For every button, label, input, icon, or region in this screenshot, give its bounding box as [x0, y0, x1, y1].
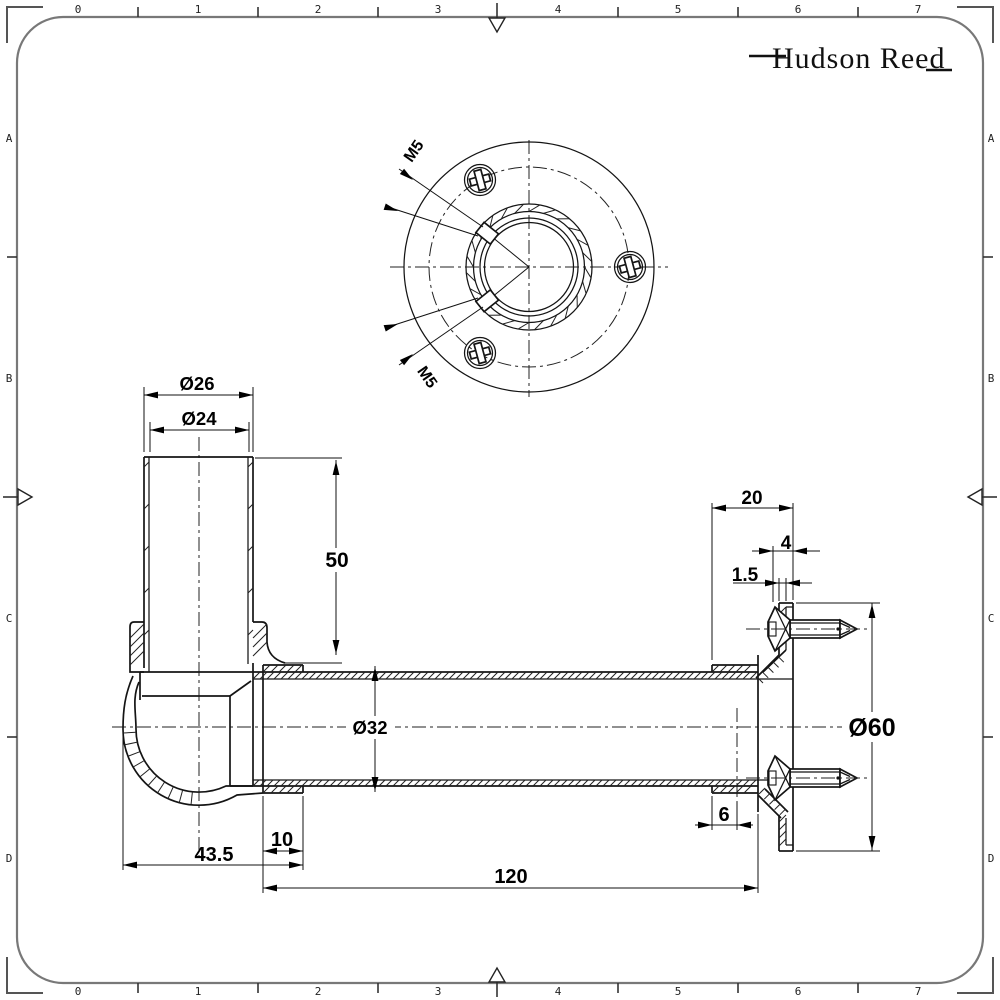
dim-pipe-dia-label: Ø32 — [353, 717, 388, 738]
svg-text:0: 0 — [75, 985, 82, 998]
wall-screws — [746, 605, 868, 802]
dim-spout-height-label: 50 — [325, 549, 348, 572]
dim-elbow-offset-label: 43.5 — [195, 844, 234, 866]
svg-text:6: 6 — [795, 3, 802, 16]
ruler-numbers-top: 0 1 2 3 4 5 6 7 — [75, 3, 922, 16]
wall-flange — [755, 602, 794, 852]
center-markers — [3, 3, 997, 997]
top-view-flange: M5 M5 — [387, 137, 668, 397]
svg-text:4: 4 — [555, 985, 562, 998]
dim-rim-width-label: 4 — [781, 533, 792, 554]
svg-text:5: 5 — [675, 3, 682, 16]
svg-text:A: A — [988, 132, 995, 145]
svg-text:1: 1 — [195, 3, 202, 16]
svg-text:C: C — [6, 612, 13, 625]
dim-rim-lip-label: 1.5 — [732, 565, 759, 586]
elbow-body — [122, 663, 264, 806]
set-screw-port-lower — [474, 288, 500, 313]
dim-socket-depth-label: 10 — [271, 829, 293, 851]
svg-text:C: C — [988, 612, 995, 625]
svg-text:B: B — [6, 372, 13, 385]
mounting-hole — [463, 163, 497, 197]
sheet-frame: 0 1 2 3 4 5 6 7 0 1 2 3 4 5 6 7 A B C D A B C D — [3, 3, 997, 998]
ruler-letters-left: A B C D — [6, 132, 13, 865]
svg-text:D: D — [988, 852, 995, 865]
svg-text:A: A — [6, 132, 13, 145]
dim-set-offset-label: 6 — [718, 804, 729, 826]
svg-text:0: 0 — [75, 3, 82, 16]
svg-text:D: D — [6, 852, 13, 865]
corner-mark-bottom-left — [6, 957, 43, 994]
mounting-hole — [463, 336, 497, 370]
svg-text:4: 4 — [555, 3, 562, 16]
svg-text:B: B — [988, 372, 995, 385]
dimensions: Ø26 Ø24 50 20 4 1.5 Ø32 Ø60 6 10 43.5 12… — [122, 168, 902, 893]
ruler-numbers-bottom: 0 1 2 3 4 5 6 7 — [75, 985, 922, 998]
svg-text:2: 2 — [315, 985, 322, 998]
set-screw-port-upper — [474, 221, 500, 246]
svg-text:3: 3 — [435, 985, 442, 998]
svg-text:1: 1 — [195, 985, 202, 998]
mounting-hole — [613, 250, 647, 284]
wall-pipe — [253, 664, 793, 794]
svg-text:3: 3 — [435, 3, 442, 16]
hudson-reed-logo: Hudson Reed — [749, 42, 952, 75]
svg-text:7: 7 — [915, 985, 922, 998]
svg-text:7: 7 — [915, 3, 922, 16]
spout-escutcheon — [129, 621, 342, 673]
corner-mark-top-left — [6, 6, 43, 43]
corner-mark-bottom-right — [957, 957, 994, 994]
dim-flange-dia-label: Ø60 — [848, 714, 895, 742]
ruler-ticks — [7, 7, 993, 993]
brand-text: Hudson Reed — [772, 42, 945, 75]
spout-tube — [143, 456, 254, 672]
corner-mark-top-right — [957, 6, 994, 43]
m5-callout-lower: M5 — [387, 297, 484, 391]
m5-label: M5 — [401, 137, 428, 165]
svg-text:6: 6 — [795, 985, 802, 998]
svg-text:5: 5 — [675, 985, 682, 998]
dim-pipe-length-label: 120 — [494, 866, 527, 888]
dim-spout-inner-label: Ø24 — [182, 408, 218, 429]
dim-wall-depth-label: 20 — [741, 488, 762, 509]
m5-label: M5 — [413, 363, 440, 391]
dim-spout-outer-label: Ø26 — [180, 373, 215, 394]
side-section-view — [112, 437, 905, 856]
svg-text:2: 2 — [315, 3, 322, 16]
ruler-letters-right: A B C D — [988, 132, 995, 865]
